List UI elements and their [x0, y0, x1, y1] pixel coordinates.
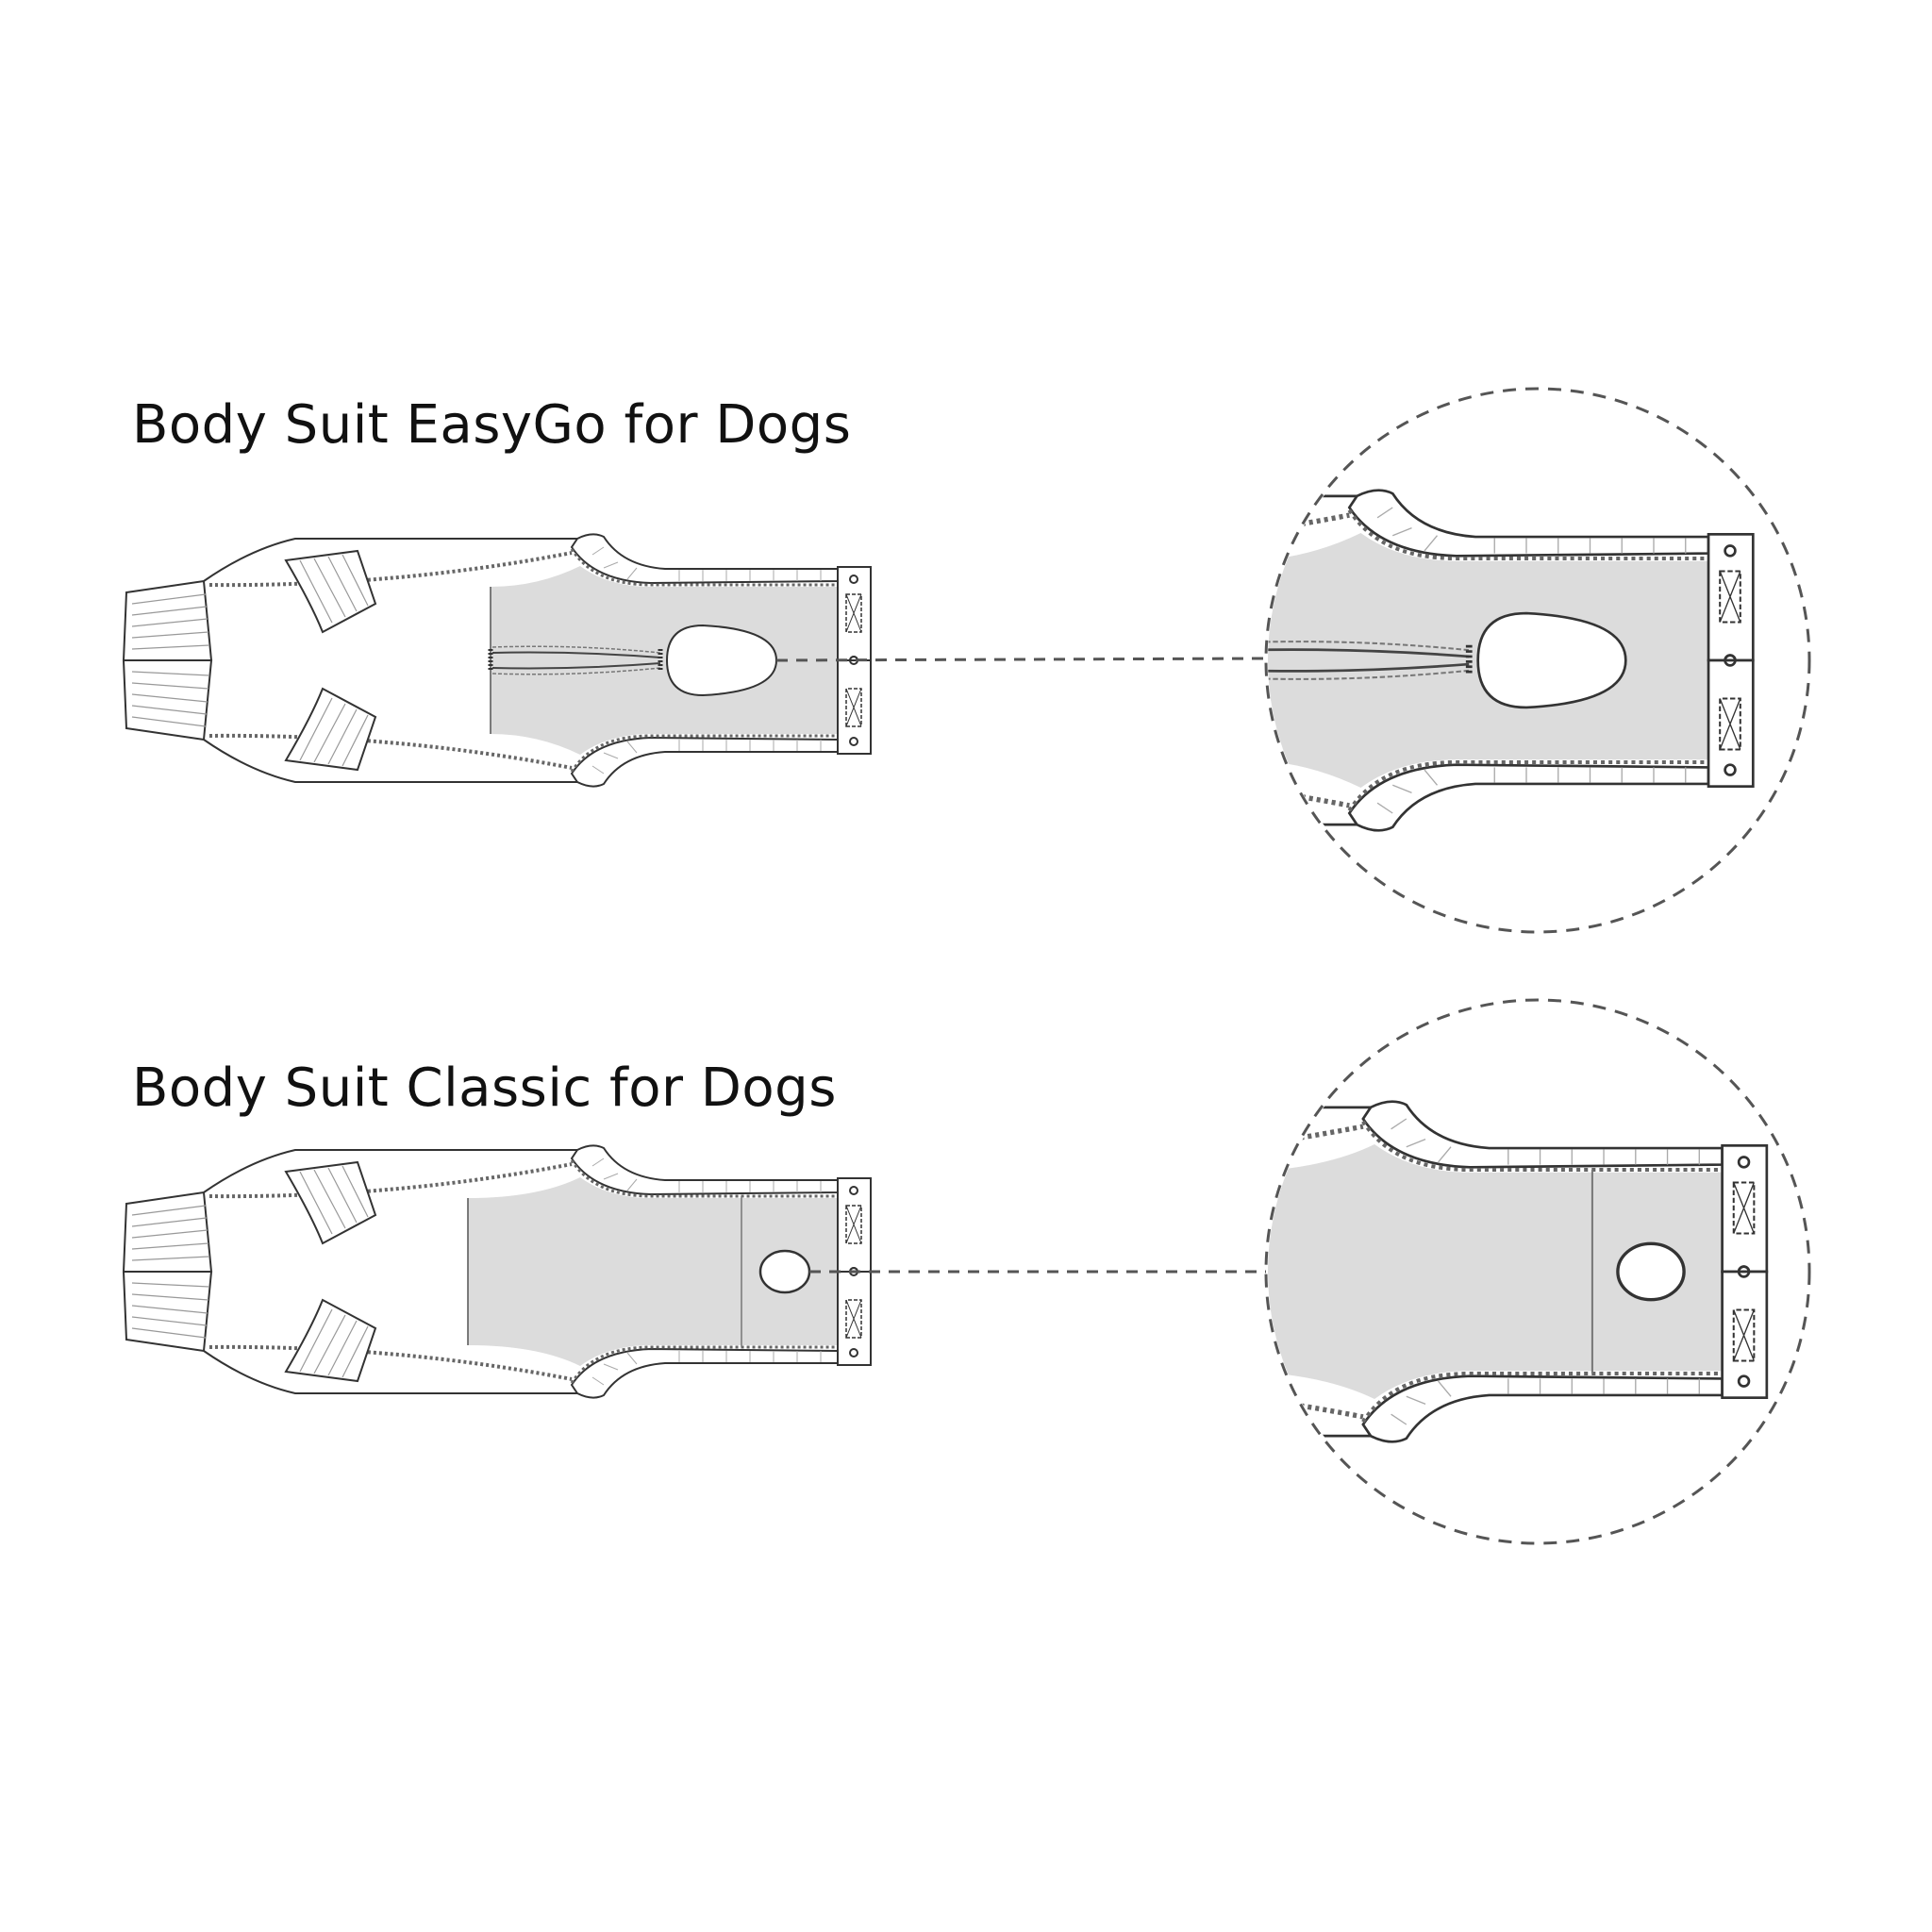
magnifier-circle-easygo: [1264, 387, 1811, 934]
title-classic: Body Suit Classic for Dogs: [132, 1058, 837, 1119]
magnifier-circle-classic: [1264, 998, 1811, 1545]
suit-classic-drawing: [124, 1145, 871, 1397]
suit-easygo-drawing: [124, 534, 871, 786]
callout-line-easygo: [775, 657, 1267, 662]
title-easygo: Body Suit EasyGo for Dogs: [132, 394, 852, 456]
